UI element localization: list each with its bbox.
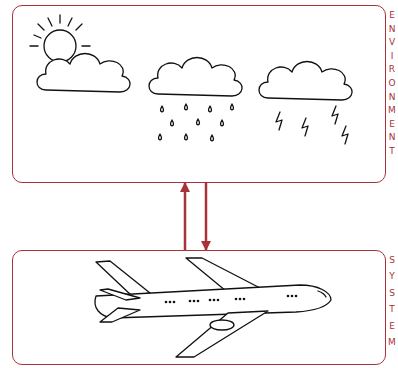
cloud-symbol — [149, 58, 242, 97]
sun-symbol — [30, 15, 90, 62]
cloud-symbol — [37, 54, 130, 93]
flow-arrow — [184, 183, 187, 250]
window-dots — [165, 295, 298, 304]
rain-symbol — [159, 104, 234, 141]
context-box: SYSTEM — [12, 250, 386, 365]
cloud-symbol — [259, 62, 352, 101]
box-label: ENVIRONMENT — [387, 10, 397, 160]
lightning-symbol — [276, 106, 348, 144]
context-box: ENVIRONMENT — [12, 5, 386, 183]
flow-arrow — [205, 183, 208, 250]
airplane-illustration — [95, 258, 331, 357]
box-label: SYSTEM — [387, 255, 397, 353]
